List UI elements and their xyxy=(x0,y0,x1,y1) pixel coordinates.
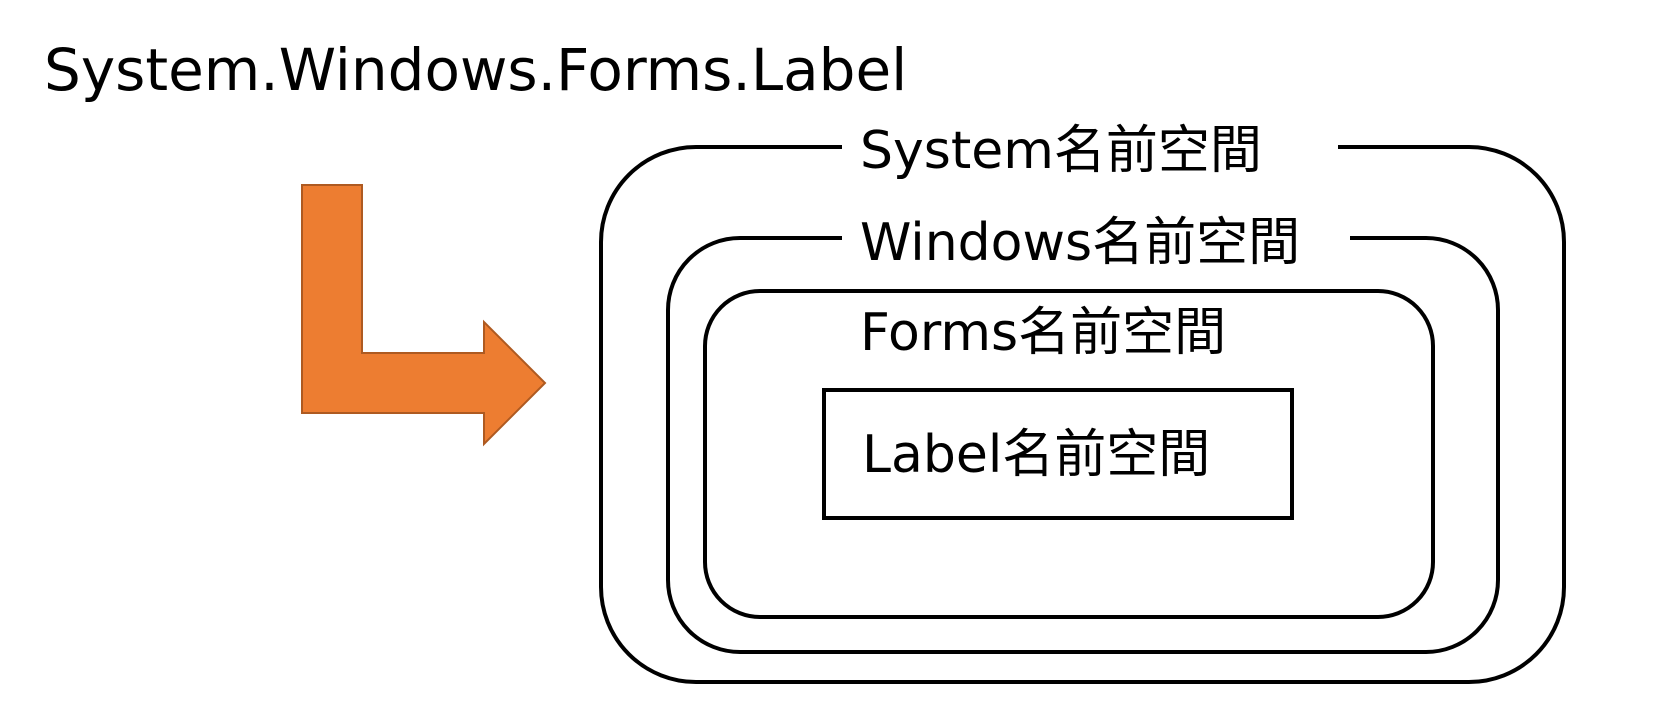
system-label-gap xyxy=(842,110,1338,182)
windows-namespace-label: Windows名前空間 xyxy=(860,213,1300,273)
bent-arrow-icon xyxy=(301,184,547,447)
diagram-title: System.Windows.Forms.Label xyxy=(44,36,908,104)
windows-label-gap xyxy=(842,202,1350,274)
label-namespace-box xyxy=(822,388,1294,520)
forms-namespace-box xyxy=(703,289,1435,619)
forms-namespace-label: Forms名前空間 xyxy=(860,303,1226,363)
system-namespace-label: System名前空間 xyxy=(860,121,1262,181)
label-namespace-label: Label名前空間 xyxy=(862,425,1210,485)
